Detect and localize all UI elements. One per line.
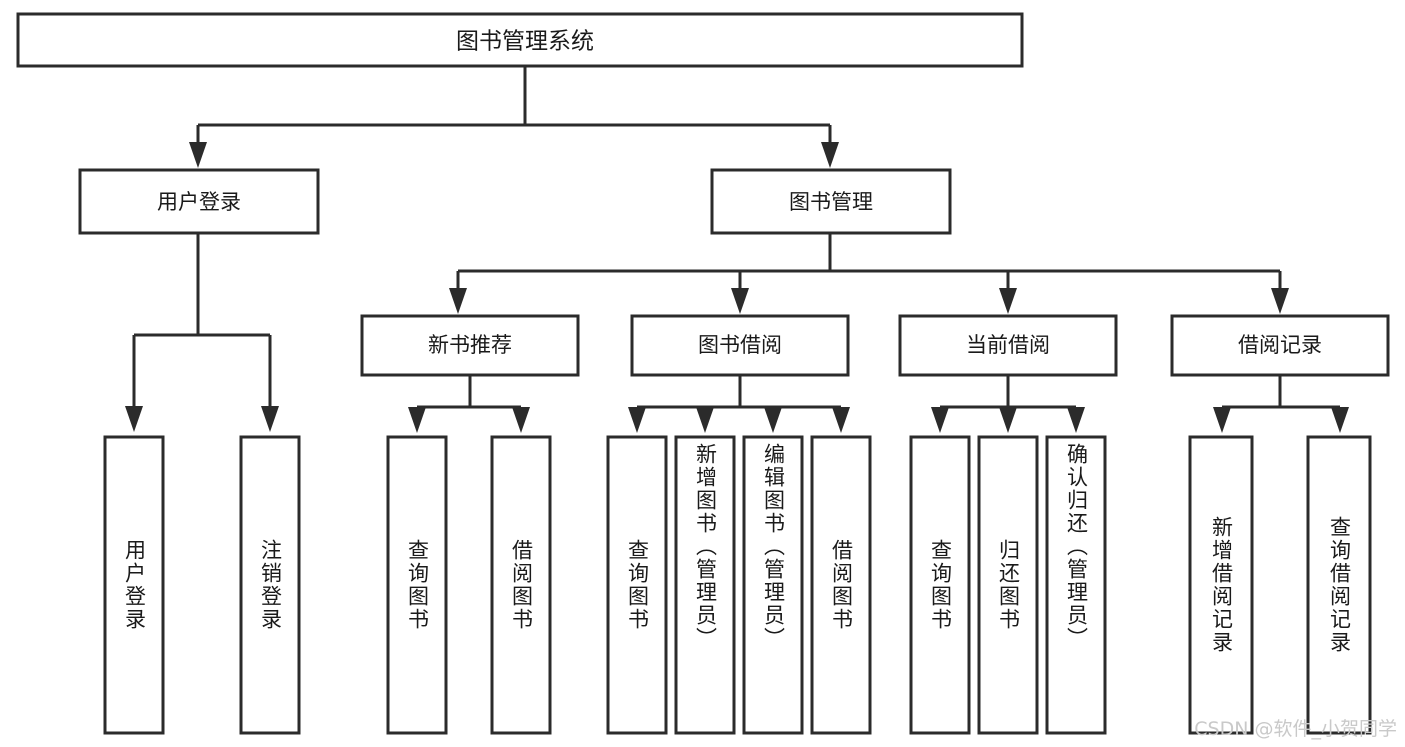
node-root[interactable]: 图书管理系统 xyxy=(16,12,1024,68)
connector-bookmgmt-to-level2 xyxy=(449,233,1289,314)
arrow-head-icon xyxy=(125,406,143,432)
leaf-box-edit-book-admin[interactable] xyxy=(742,435,804,735)
connector-root-to-level1 xyxy=(189,66,839,168)
arrow-head-icon xyxy=(999,407,1017,433)
arrow-head-icon xyxy=(931,407,949,433)
leaf-box-confirm-return-admin[interactable] xyxy=(1045,435,1107,735)
connector-newbook-to-leaves xyxy=(408,375,530,433)
node-borrow-record-label: 借阅记录 xyxy=(1238,333,1322,357)
node-book-borrow[interactable]: 图书借阅 xyxy=(630,314,850,377)
leaf-box-return-book[interactable] xyxy=(977,435,1039,735)
arrow-head-icon xyxy=(1067,407,1085,433)
leaf-box-user-login[interactable] xyxy=(103,435,165,735)
node-new-book-recommend-label: 新书推荐 xyxy=(428,333,512,357)
arrow-head-icon xyxy=(408,407,426,433)
leaf-box-query-book-current[interactable] xyxy=(909,435,971,735)
node-current-borrow[interactable]: 当前借阅 xyxy=(898,314,1118,377)
leaf-box-add-borrow-record[interactable] xyxy=(1188,435,1254,735)
arrow-head-icon xyxy=(731,288,749,314)
node-root-label: 图书管理系统 xyxy=(456,29,594,55)
connector-currentborrow-to-leaves xyxy=(931,375,1085,433)
connector-bookborrow-to-leaves xyxy=(628,375,850,433)
arrow-head-icon xyxy=(449,288,467,314)
leaf-box-add-book-admin[interactable] xyxy=(674,435,736,735)
node-book-borrow-label: 图书借阅 xyxy=(698,333,782,357)
connector-borrowrecord-to-leaves xyxy=(1213,375,1349,433)
arrow-head-icon xyxy=(628,407,646,433)
arrow-head-icon xyxy=(764,407,782,433)
node-user-login[interactable]: 用户登录 xyxy=(78,168,320,235)
arrow-head-icon xyxy=(1331,407,1349,433)
node-book-management[interactable]: 图书管理 xyxy=(710,168,952,235)
arrow-head-icon xyxy=(821,142,839,168)
node-current-borrow-label: 当前借阅 xyxy=(966,333,1050,357)
arrow-head-icon xyxy=(832,407,850,433)
arrow-head-icon xyxy=(1213,407,1231,433)
arrow-head-icon xyxy=(696,407,714,433)
leaf-box-query-book-borrow[interactable] xyxy=(606,435,668,735)
leaf-box-borrow-book[interactable] xyxy=(810,435,872,735)
arrow-head-icon xyxy=(1271,288,1289,314)
leaf-box-borrow-book-newbook[interactable] xyxy=(490,435,552,735)
arrow-head-icon xyxy=(189,142,207,168)
node-book-management-label: 图书管理 xyxy=(789,190,873,214)
arrow-head-icon xyxy=(261,406,279,432)
leaf-box-query-borrow-record[interactable] xyxy=(1306,435,1372,735)
arrow-head-icon xyxy=(512,407,530,433)
node-new-book-recommend[interactable]: 新书推荐 xyxy=(360,314,580,377)
node-borrow-record[interactable]: 借阅记录 xyxy=(1170,314,1390,377)
leaf-box-query-book-newbook[interactable] xyxy=(386,435,448,735)
arrow-head-icon xyxy=(999,288,1017,314)
node-user-login-label: 用户登录 xyxy=(157,190,241,214)
connector-userlogin-to-leaves xyxy=(125,233,279,432)
leaf-box-logout[interactable] xyxy=(239,435,301,735)
